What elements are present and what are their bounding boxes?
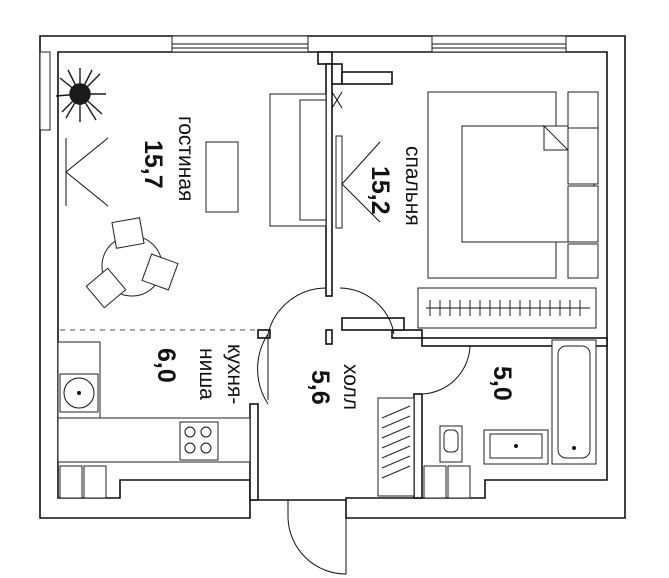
label-bedroom-name: спальня bbox=[401, 146, 424, 226]
hall-furniture bbox=[377, 397, 471, 499]
cabinet-2 bbox=[83, 465, 107, 499]
bathroom-fixtures bbox=[439, 339, 597, 465]
chair-2 bbox=[141, 253, 179, 291]
wardrobe-hangers bbox=[429, 300, 581, 316]
door-kitchen-arc bbox=[257, 333, 269, 405]
windows bbox=[39, 35, 567, 131]
hall-cabinet-1 bbox=[423, 465, 447, 499]
door-bedroom-arc bbox=[339, 287, 395, 335]
label-kitchen-name-2: ниша bbox=[195, 348, 218, 400]
doors bbox=[65, 91, 471, 575]
cabinet-1 bbox=[59, 465, 83, 499]
toilet-bowl bbox=[443, 429, 459, 453]
bedroom-furniture bbox=[417, 91, 599, 329]
nightstand-top bbox=[567, 91, 599, 129]
door-entrance bbox=[287, 500, 347, 575]
sliding-door bbox=[335, 135, 343, 229]
door-bedroom-swing bbox=[341, 141, 381, 223]
bed-fold bbox=[543, 124, 570, 151]
wall-bedroom-top-notch bbox=[341, 71, 393, 85]
label-hall-area: 5,6 bbox=[306, 370, 334, 405]
label-kitchen-area: 6,0 bbox=[152, 348, 180, 383]
door-living-arc bbox=[267, 287, 327, 335]
wall-hall-bath-top bbox=[391, 329, 423, 339]
cooktop bbox=[179, 421, 219, 461]
hall-cabinet-2 bbox=[447, 465, 471, 499]
coffee-table bbox=[205, 141, 239, 213]
interior-walls bbox=[249, 51, 608, 501]
room-labels: гостиная 15,7 спальня 15,2 кухня- ниша 6… bbox=[139, 116, 516, 410]
window-side bbox=[39, 51, 51, 131]
door-bath-arc bbox=[421, 345, 471, 395]
pillow-top bbox=[567, 127, 599, 185]
label-bathroom-area: 5,0 bbox=[488, 366, 516, 401]
door-balcony-swing bbox=[65, 137, 109, 207]
wall-bath-top bbox=[421, 337, 608, 347]
sofa-seat bbox=[299, 99, 327, 221]
wall-bedroom-bottom bbox=[341, 317, 405, 331]
nightstand-bottom bbox=[567, 243, 599, 279]
living-furniture bbox=[55, 68, 327, 309]
label-kitchen-name-1: кухня- bbox=[223, 344, 246, 404]
wall-living-bedroom bbox=[325, 63, 333, 297]
label-hall-name: холл bbox=[339, 364, 362, 410]
chair-1 bbox=[111, 217, 145, 249]
wall-kitchen-hall bbox=[249, 403, 259, 501]
wall-hall-bath bbox=[413, 393, 423, 499]
plant-icon bbox=[55, 68, 106, 122]
wall-hall-post bbox=[325, 329, 333, 345]
label-bedroom-area: 15,2 bbox=[366, 166, 394, 215]
wall-kitchen-post bbox=[257, 329, 271, 339]
label-living-name: гостиная bbox=[174, 116, 197, 201]
label-living-area: 15,7 bbox=[139, 140, 167, 189]
wall-bedroom-notch bbox=[331, 63, 343, 85]
pillow-bottom bbox=[567, 185, 599, 243]
hall-hangers bbox=[381, 405, 411, 479]
wall-stub-top bbox=[317, 51, 333, 65]
chair-3 bbox=[85, 267, 127, 309]
sink-bowl-icon bbox=[63, 377, 95, 409]
kitchen-furniture bbox=[57, 341, 251, 499]
counter-main bbox=[57, 417, 251, 463]
bathtub-inner bbox=[557, 345, 591, 459]
